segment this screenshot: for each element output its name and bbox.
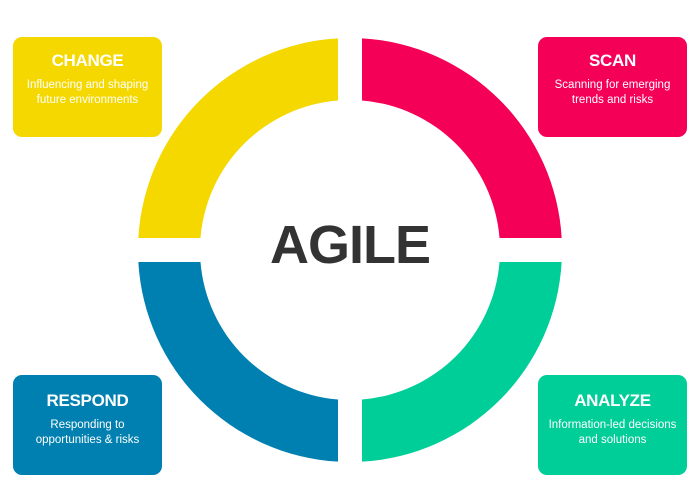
analyze-box: ANALYZE Information-led decisions and so…	[538, 375, 687, 475]
center-label: AGILE	[269, 215, 431, 275]
respond-box: RESPOND Responding to opportunities & ri…	[13, 375, 162, 475]
scan-description: Scanning for emerging trends and risks	[554, 79, 671, 106]
change-description: Influencing and shaping future environme…	[26, 79, 149, 106]
change-title: CHANGE	[51, 51, 124, 70]
ring-segment-analyze	[362, 262, 562, 462]
respond-description: Responding to opportunities & risks	[35, 419, 140, 446]
respond-title: RESPOND	[46, 391, 129, 410]
scan-title: SCAN	[589, 51, 636, 70]
change-box: CHANGE Influencing and shaping future en…	[13, 37, 162, 137]
ring-segment-change	[138, 38, 338, 239]
analyze-description: Information-led decisions and solutions	[548, 419, 677, 446]
ring-segment-respond	[138, 262, 338, 462]
scan-box: SCAN Scanning for emerging trends and ri…	[538, 37, 687, 137]
analyze-title: ANALYZE	[574, 391, 651, 410]
ring-segment-scan	[362, 38, 562, 239]
